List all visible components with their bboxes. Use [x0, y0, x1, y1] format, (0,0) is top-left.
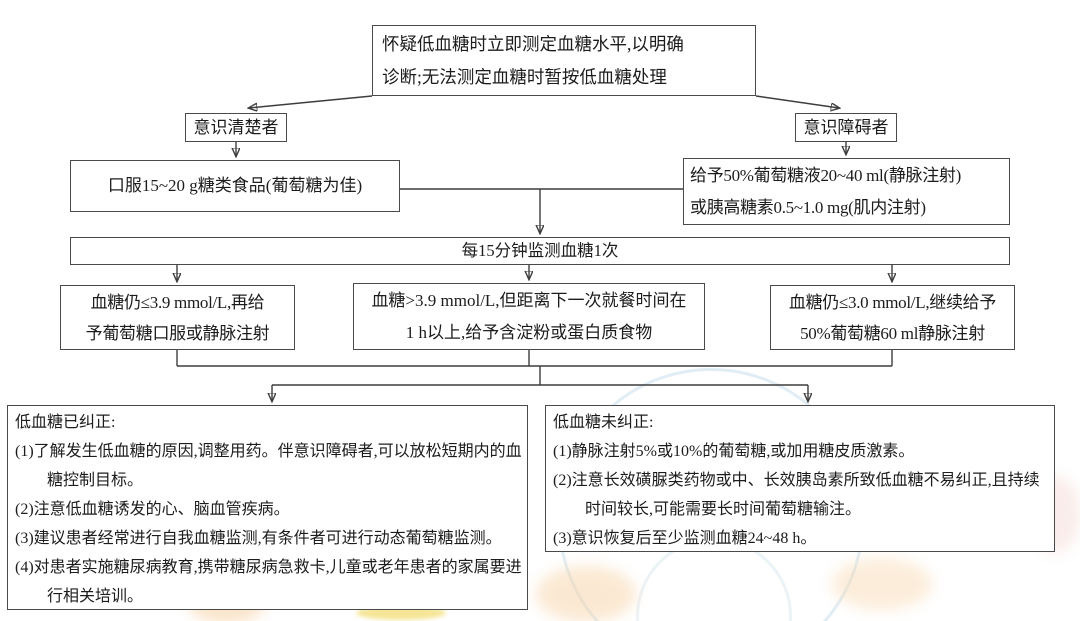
corrected-title: 低血糖已纠正: [15, 414, 116, 431]
node-text-line: 或胰高糖素0.5~1.0 mg(肌内注射) [690, 198, 926, 217]
node-text-line: 血糖>3.9 mmol/L,但距离下一次就餐时间在 [371, 291, 687, 310]
node-conscious-label: 意识清楚者 [185, 113, 287, 142]
node-text-line: 口服15~20 g糖类食品(葡萄糖为佳) [107, 176, 363, 195]
node-glucose-le-3-9: 血糖仍≤3.9 mmol/L,再给 予葡萄糖口服或静脉注射 [60, 285, 295, 350]
node-text-line: 予葡萄糖口服或静脉注射 [85, 324, 270, 343]
uncorrected-item-1: (1)静脉注射5%或10%的葡萄糖,或加用糖皮质激素。 [553, 443, 915, 460]
node-text-line: 意识障碍者 [803, 118, 889, 137]
corrected-item-3: (3)建议患者经常进行自我血糖监测,有条件者可进行动态葡萄糖监测。 [15, 530, 502, 547]
node-text-line: 1 h以上,给予含淀粉或蛋白质食物 [405, 323, 653, 342]
node-hypoglycemia-corrected: 低血糖已纠正: (1)了解发生低血糖的原因,调整用药。伴意识障碍者,可以放松短期… [7, 405, 528, 610]
corrected-item-1: (1)了解发生低血糖的原因,调整用药。伴意识障碍者,可以放松短期内的血糖控制目标… [15, 443, 522, 489]
uncorrected-title: 低血糖未纠正: [553, 414, 654, 431]
node-suspect-hypoglycemia: 怀疑低血糖时立即测定血糖水平,以明确 诊断;无法测定血糖时暂按低血糖处理 [372, 25, 756, 96]
node-text-line: 血糖仍≤3.0 mmol/L,继续给予 [788, 293, 997, 312]
node-text-line: 血糖仍≤3.9 mmol/L,再给 [90, 293, 265, 312]
node-text-line: 意识清楚者 [193, 118, 279, 137]
node-impaired-label: 意识障碍者 [795, 113, 897, 142]
node-iv-glucose: 给予50%葡萄糖液20~40 ml(静脉注射) 或胰高糖素0.5~1.0 mg(… [683, 158, 1010, 225]
node-text-line: 给予50%葡萄糖液20~40 ml(静脉注射) [690, 166, 961, 185]
node-glucose-gt-3-9: 血糖>3.9 mmol/L,但距离下一次就餐时间在 1 h以上,给予含淀粉或蛋白… [353, 283, 705, 350]
corrected-item-4: (4)对患者实施糖尿病教育,携带糖尿病急救卡,儿童或老年患者的家属要进行相关培训… [15, 559, 522, 605]
uncorrected-item-3: (3)意识恢复后至少监测血糖24~48 h。 [553, 530, 817, 547]
corrected-item-2: (2)注意低血糖诱发的心、脑血管疾病。 [15, 501, 290, 518]
node-text-line: 诊断;无法测定血糖时暂按低血糖处理 [382, 67, 667, 87]
arrow-top-to-impaired [755, 95, 839, 108]
node-oral-glucose: 口服15~20 g糖类食品(葡萄糖为佳) [70, 160, 400, 212]
node-hypoglycemia-uncorrected: 低血糖未纠正: (1)静脉注射5%或10%的葡萄糖,或加用糖皮质激素。 (2)注… [545, 405, 1055, 552]
uncorrected-item-2: (2)注意长效磺脲类药物或中、长效胰岛素所致低血糖不易纠正,且持续时间较长,可能… [553, 472, 1040, 518]
node-text-line: 50%葡萄糖60 ml静脉注射 [800, 324, 985, 343]
node-glucose-le-3-0: 血糖仍≤3.0 mmol/L,继续给予 50%葡萄糖60 ml静脉注射 [770, 285, 1015, 350]
node-monitor-15min: 每15分钟监测血糖1次 [70, 237, 1010, 265]
node-text-line: 每15分钟监测血糖1次 [461, 241, 619, 260]
node-text-line: 怀疑低血糖时立即测定血糖水平,以明确 [382, 34, 684, 54]
arrow-top-to-conscious [249, 95, 373, 108]
